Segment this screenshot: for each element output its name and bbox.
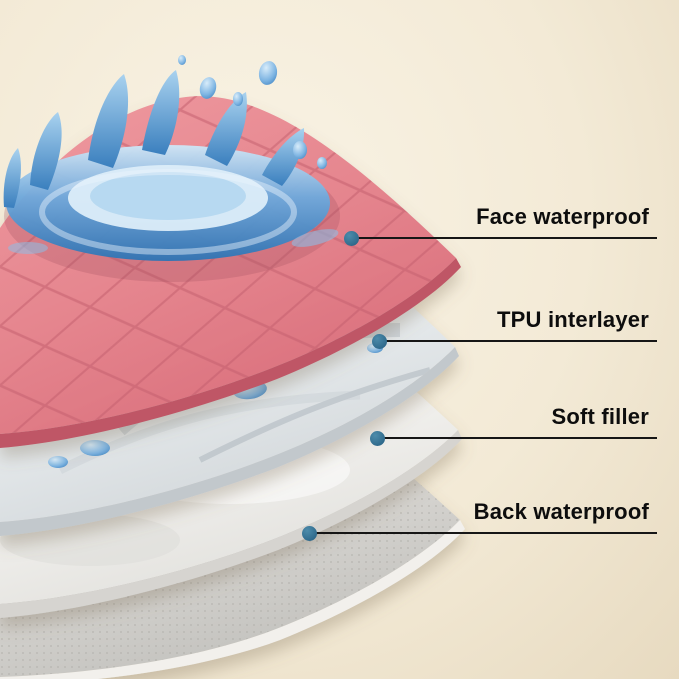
water-splash [3,55,340,282]
callout-dot [302,525,317,541]
callout-face-waterproof: Face waterproof [344,199,657,246]
callout-label: TPU interlayer [497,307,649,332]
callout-dot [344,230,359,246]
callout-back-waterproof: Back waterproof [302,494,657,541]
callout-label: Face waterproof [476,204,649,229]
callout-dot [372,333,387,349]
callout-label: Back waterproof [473,499,649,524]
callout-soft-filler: Soft filler [370,399,657,446]
callout-tpu-interlayer: TPU interlayer [372,302,657,349]
splash-droplets [178,55,327,169]
callout-label: Soft filler [551,404,649,429]
callout-dot [370,430,385,446]
